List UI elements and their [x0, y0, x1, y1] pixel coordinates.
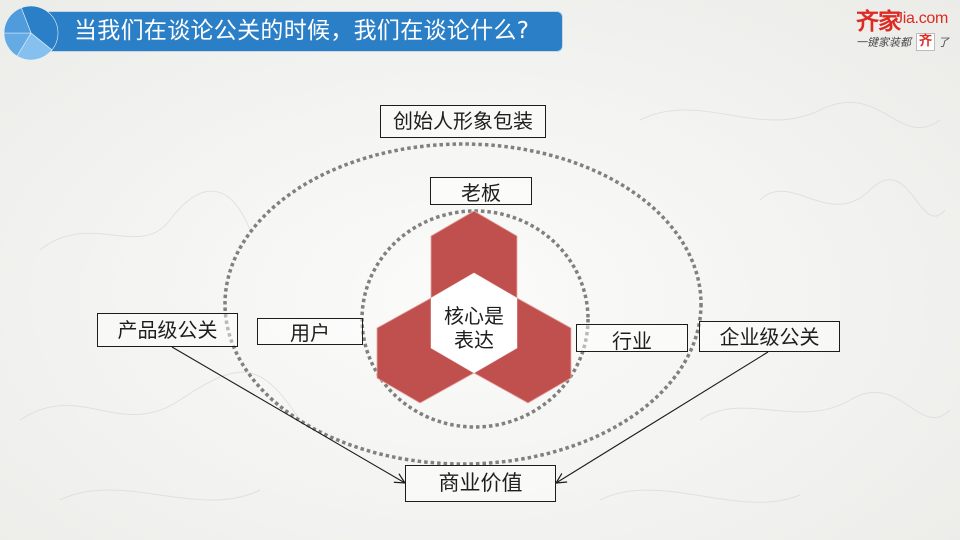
brand-logo: 齐家 Jia.com 一键家装都 齐 了	[852, 2, 960, 58]
logo-brand-en: Jia.com	[895, 10, 949, 27]
title-bar	[30, 12, 562, 51]
box-founder-image: 创始人形象包装	[380, 105, 546, 138]
box-enterprise-pr: 企业级公关	[699, 321, 840, 352]
box-product-pr: 产品级公关	[97, 313, 238, 347]
slogan-prefix: 一键家装都	[856, 36, 911, 49]
box-founder-image-label: 创始人形象包装	[393, 109, 533, 133]
core-line-1: 核心是	[444, 304, 504, 328]
hex-center-white	[431, 273, 517, 373]
core-label: 核心是 表达	[431, 304, 517, 352]
pie-chart-icon	[3, 5, 59, 61]
slide-title: 当我们在谈论公关的时候，我们在谈论什么?	[74, 18, 530, 44]
box-users-label: 用户	[290, 321, 330, 345]
box-boss-label: 老板	[461, 181, 501, 205]
logo-brand-cn: 齐家	[856, 9, 901, 35]
box-industry-label: 行业	[612, 329, 652, 353]
slogan-suffix: 了	[938, 36, 950, 49]
logo-slogan: 一键家装都 齐 了	[856, 33, 949, 51]
outer-ring-dotted	[223, 142, 703, 466]
slogan-boxed-char: 齐	[916, 33, 936, 51]
core-line-2: 表达	[454, 328, 494, 352]
box-business-value: 商业价值	[405, 465, 556, 502]
box-business-value-label: 商业价值	[438, 471, 523, 495]
box-boss: 老板	[430, 177, 532, 205]
arrow-enterprise-pr-to-business-value	[556, 351, 769, 483]
arrow-product-pr-to-business-value	[171, 346, 405, 483]
box-product-pr-label: 产品级公关	[117, 318, 218, 342]
box-industry: 行业	[576, 324, 688, 353]
box-users: 用户	[257, 318, 363, 345]
box-enterprise-pr-label: 企业级公关	[719, 325, 820, 349]
